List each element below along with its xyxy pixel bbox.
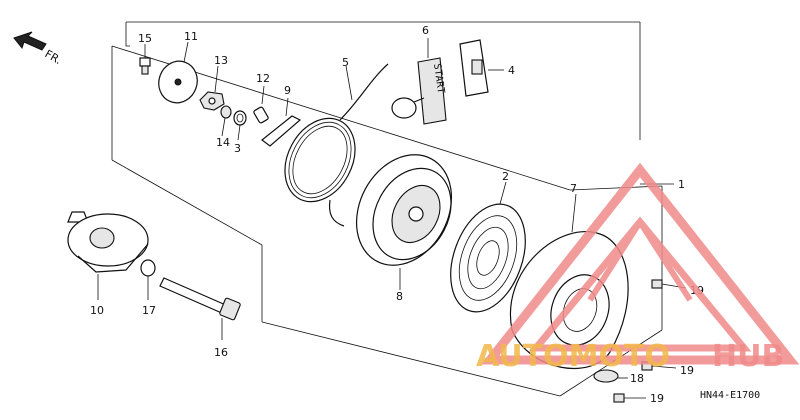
watermark-triangle-outer [480,162,800,365]
part-12-pin [253,85,269,124]
part-10-driven-pulley [67,211,149,300]
callout-10: 10 [90,304,104,317]
part-2-recoil-spring [450,181,526,313]
callout-1: 1 [678,178,685,191]
callout-3: 3 [234,142,241,155]
watermark-triangle-inner [528,216,752,352]
front-direction-arrow: FR. [13,31,64,67]
part-14-collar [220,105,232,137]
part-16-flange-bolt [159,277,241,340]
callout-6: 6 [422,24,429,37]
callout-4: 4 [508,64,515,77]
direction-label: FR. [43,47,64,67]
part-6-starter-grip: START [391,38,447,125]
part-15-bolt [139,44,151,75]
grip-imprint: START [431,63,446,94]
part-17-washer [140,259,156,300]
callout-19-c: 19 [650,392,664,405]
watermark-text-hub: HUB [712,339,784,374]
part-5-starter-rope [284,63,389,227]
part-4-grip-insert [459,39,504,97]
part-13-ratchet [199,65,225,111]
part-11-friction-plate [158,41,198,104]
callout-5: 5 [342,56,349,69]
callout-12: 12 [256,72,270,85]
watermark-logo [480,162,800,365]
part-8-starter-reel [355,154,453,290]
callout-15: 15 [138,32,152,45]
callout-16: 16 [214,346,228,359]
part-7-starter-case [509,193,629,369]
callout-19-b: 19 [680,364,694,377]
part-19-bolt-c [613,393,646,403]
watermark-text-automoto: AUTOMOTO [476,339,670,374]
callout-2: 2 [502,170,509,183]
callout-7: 7 [570,182,577,195]
callout-8: 8 [396,290,403,303]
callout-13: 13 [214,54,228,67]
callout-9: 9 [284,84,291,97]
callout-17: 17 [142,304,156,317]
part-18-clip [593,369,628,383]
diagram-code: HN44-E1700 [700,390,760,401]
callout-18: 18 [630,372,644,385]
callout-labels: 15 11 13 12 9 14 3 5 6 4 2 7 1 8 10 17 1… [90,24,704,405]
callout-11: 11 [184,30,198,43]
part-9-pawl [261,97,302,147]
part-3-spring [233,110,247,141]
callout-14: 14 [216,136,230,149]
